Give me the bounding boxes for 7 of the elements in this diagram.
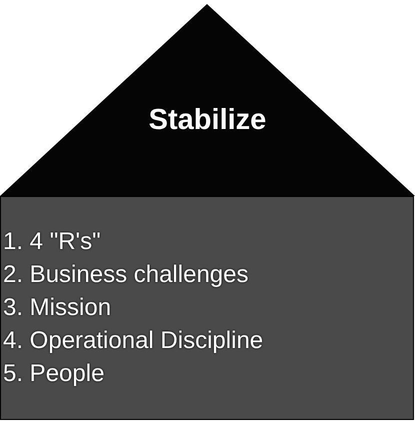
list-item: 4. Operational Discipline — [3, 326, 264, 356]
list-item: 1. 4 "R's" — [3, 227, 102, 257]
list-item: 3. Mission — [3, 293, 112, 323]
house-body-panel — [0, 196, 414, 420]
list-item: 5. People — [3, 359, 106, 389]
roof-title: Stabilize — [148, 103, 266, 138]
list-item: 2. Business challenges — [3, 260, 250, 290]
